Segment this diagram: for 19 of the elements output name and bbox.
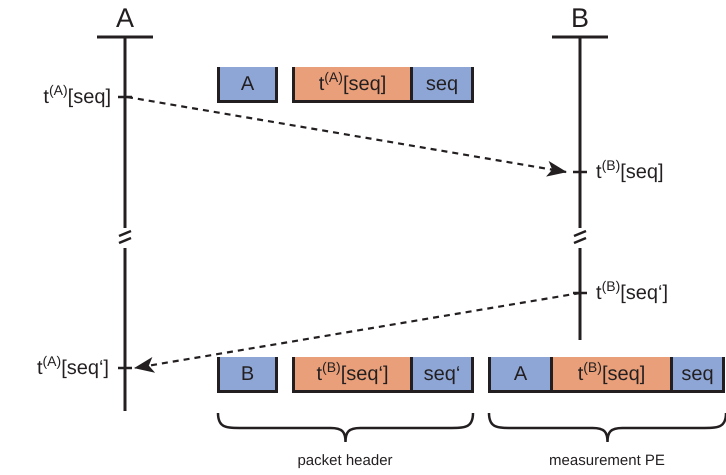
packet-field: A	[488, 357, 550, 393]
message-arrow	[134, 292, 580, 373]
timestamp-label: t$^{(B)}$[seq]	[596, 162, 664, 182]
brace-label: packet header	[297, 452, 393, 469]
packet-field: B	[217, 357, 278, 393]
brace-label: measurement PE	[549, 452, 665, 469]
packet-field: t$^{(B)}$[seq]	[550, 357, 670, 393]
packet-field: t$^{(B)}$[seq‘]	[292, 357, 410, 393]
lifeline-title: B	[570, 4, 589, 32]
packet-field: seq‘	[410, 357, 474, 393]
packet-field: seq	[670, 357, 725, 393]
packet-field: seq	[410, 67, 474, 103]
timestamp-label: t$^{(B)}$[seq‘]	[596, 283, 668, 303]
timestamp-label: t$^{(A)}$[seq]	[43, 87, 111, 107]
packet-field: t$^{(A)}$[seq]	[292, 67, 410, 103]
message-arrow	[126, 96, 567, 177]
lifeline-title: A	[116, 4, 134, 32]
timestamp-label: t$^{(A)}$[seq‘]	[36, 358, 109, 378]
packet-field: A	[217, 67, 278, 103]
